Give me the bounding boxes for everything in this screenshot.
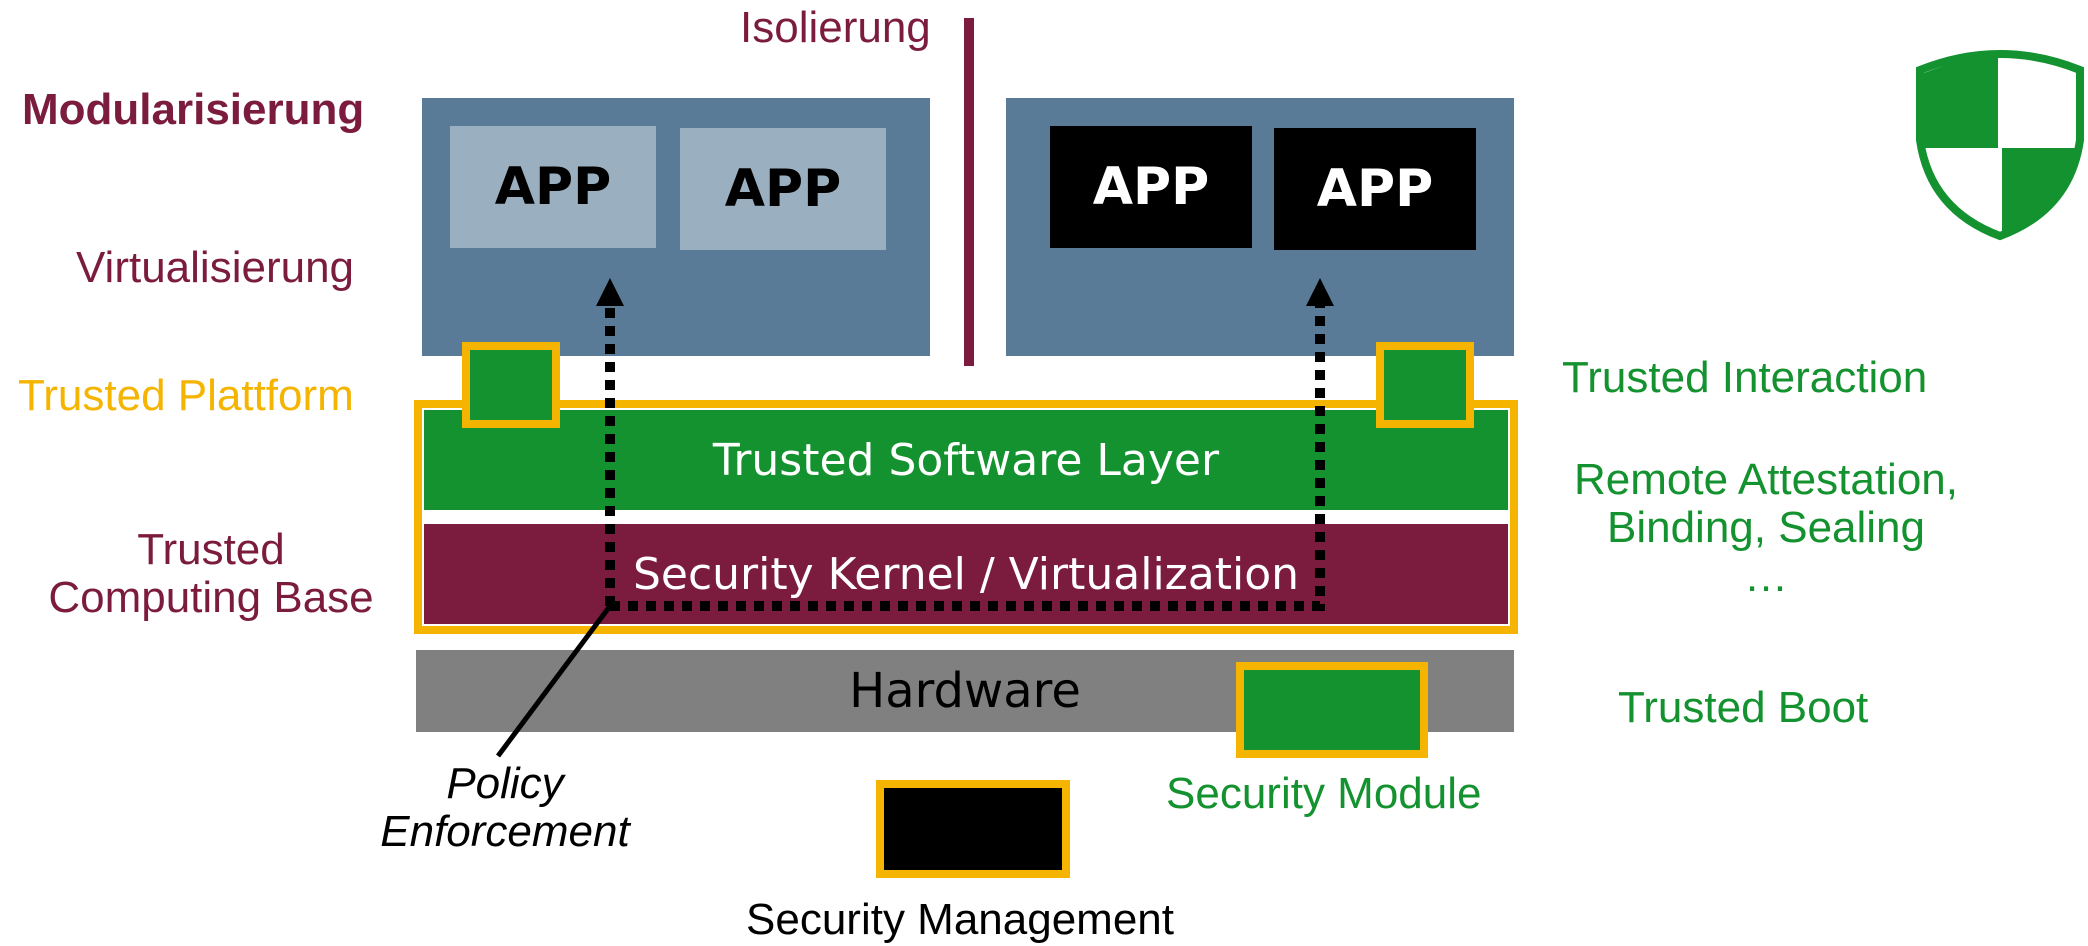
trusted-computing-base-label: Trusted Computing Base [48, 525, 374, 623]
policy-pointer-line [495, 604, 613, 758]
app-box[interactable]: APP [450, 126, 656, 248]
app-box[interactable]: APP [1274, 128, 1476, 250]
remote-attestation-label: Remote Attestation, Binding, Sealing … [1574, 455, 1958, 601]
trusted-interaction-label: Trusted Interaction [1562, 353, 1928, 402]
trusted-boot-label: Trusted Boot [1618, 683, 1869, 732]
security-management-label: Security Management [746, 895, 1174, 944]
hardware-label: Hardware [849, 663, 1081, 719]
arrow-up-left [596, 278, 624, 306]
virtualisierung-label: Virtualisierung [76, 243, 355, 292]
trusted-module-left [462, 342, 560, 428]
isolierung-label: Isolierung [740, 3, 931, 52]
trusted-software-layer-label: Trusted Software Layer [712, 434, 1220, 486]
trusted-plattform-label: Trusted Plattform [18, 371, 354, 420]
modularisierung-label: Modularisierung [22, 85, 365, 134]
trusted-module-right [1376, 342, 1474, 428]
security-management-box [876, 780, 1070, 878]
security-kernel-label: Security Kernel / Virtualization [632, 548, 1300, 600]
trusted-software-layer [424, 410, 1508, 510]
security-module-box [1236, 662, 1428, 758]
isolation-separator [964, 18, 974, 366]
policy-enforcement-label: Policy Enforcement [380, 759, 630, 857]
security-kernel-layer [424, 524, 1508, 624]
app-box[interactable]: APP [680, 128, 886, 250]
policy-path-bottom [610, 300, 1325, 611]
security-module-label: Security Module [1166, 769, 1482, 818]
arrow-up-right [1306, 278, 1334, 306]
app-box[interactable]: APP [1050, 126, 1252, 248]
